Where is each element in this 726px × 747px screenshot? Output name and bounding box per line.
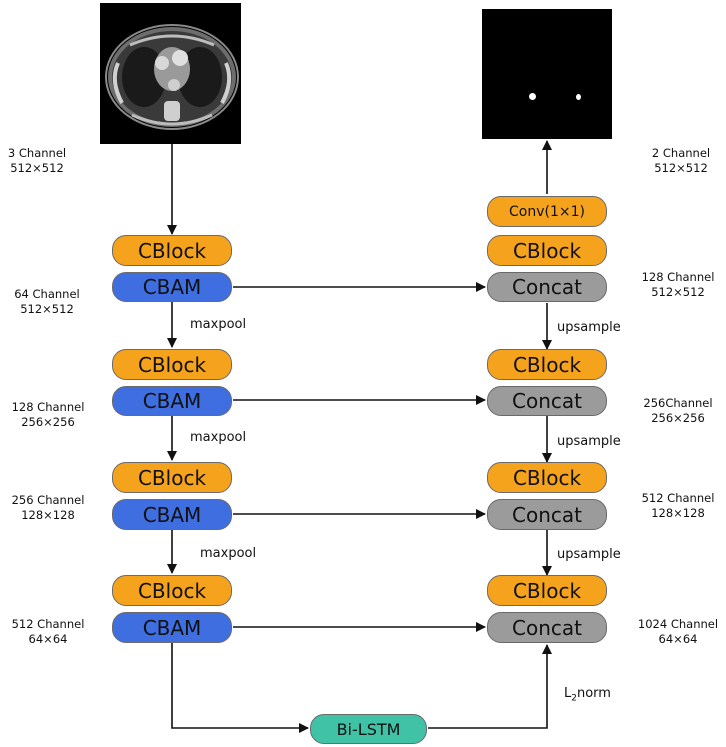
label-dec-2: 256Channel 256×256 xyxy=(632,396,724,426)
label-enc-4: 512 Channel 64×64 xyxy=(0,617,96,647)
edge-label-upsample-1: upsample xyxy=(557,320,621,335)
mask-blob-right xyxy=(576,94,581,100)
label-dec-4-size: 64×64 xyxy=(658,632,698,646)
label-enc-1-size: 512×512 xyxy=(20,302,74,316)
label-enc-4-channels: 512 Channel xyxy=(11,617,85,631)
label-output-channels: 2 Channel xyxy=(651,146,711,160)
label-enc-2-size: 256×256 xyxy=(21,415,75,429)
label-dec-2-size: 256×256 xyxy=(651,411,705,425)
label-input: 3 Channel 512×512 xyxy=(2,146,72,176)
encoder-cblock-1: CBlock xyxy=(112,235,232,266)
label-input-channels: 3 Channel xyxy=(7,146,67,160)
edge-label-upsample-2: upsample xyxy=(557,434,621,449)
label-dec-1: 128 Channel 512×512 xyxy=(632,270,724,300)
label-dec-3: 512 Channel 128×128 xyxy=(632,491,724,521)
edge-label-maxpool-3: maxpool xyxy=(200,546,257,561)
encoder-cbam-2: CBAM xyxy=(112,386,232,416)
encoder-cbam-1: CBAM xyxy=(112,272,232,302)
encoder-cbam-4: CBAM xyxy=(112,612,232,643)
label-output-size: 512×512 xyxy=(654,161,708,175)
label-enc-3-size: 128×128 xyxy=(21,508,75,522)
label-enc-3-channels: 256 Channel xyxy=(11,493,85,507)
label-dec-1-size: 512×512 xyxy=(651,285,705,299)
arrow-l2norm xyxy=(428,644,552,729)
l2norm-subscript: 2 xyxy=(571,693,577,704)
decoder-conv-1x1: Conv(1×1) xyxy=(487,196,607,227)
edge-label-upsample-3: upsample xyxy=(557,547,621,562)
edge-label-maxpool-2: maxpool xyxy=(190,430,247,445)
encoder-cblock-3: CBlock xyxy=(112,462,232,493)
label-dec-4: 1024 Channel 64×64 xyxy=(632,617,724,647)
decoder-cblock-4: CBlock xyxy=(487,575,607,606)
bilstm-block: Bi-LSTM xyxy=(310,714,427,744)
label-enc-1: 64 Channel 512×512 xyxy=(2,287,92,317)
decoder-cblock-2: CBlock xyxy=(487,349,607,380)
edge-label-l2norm: L2norm xyxy=(564,686,611,704)
decoder-concat-4: Concat xyxy=(487,612,607,643)
encoder-cblock-2: CBlock xyxy=(112,349,232,380)
decoder-cblock-1: CBlock xyxy=(487,235,607,266)
label-dec-3-size: 128×128 xyxy=(651,506,705,520)
decoder-cblock-3: CBlock xyxy=(487,462,607,493)
decoder-concat-1: Concat xyxy=(487,272,607,302)
label-dec-2-channels: 256Channel xyxy=(643,396,713,410)
mask-blob-left xyxy=(529,93,536,100)
decoder-concat-2: Concat xyxy=(487,386,607,416)
label-output: 2 Channel 512×512 xyxy=(638,146,724,176)
l2norm-rest: norm xyxy=(576,686,611,701)
label-enc-1-channels: 64 Channel xyxy=(14,287,80,301)
edge-label-maxpool-1: maxpool xyxy=(190,317,247,332)
encoder-cbam-3: CBAM xyxy=(112,499,232,530)
output-mask-image xyxy=(482,9,612,139)
label-dec-4-channels: 1024 Channel xyxy=(637,617,719,631)
decoder-concat-3: Concat xyxy=(487,499,607,530)
label-dec-3-channels: 512 Channel xyxy=(641,491,715,505)
label-input-size: 512×512 xyxy=(10,161,64,175)
label-dec-1-channels: 128 Channel xyxy=(641,270,715,284)
ct-scan-drawing xyxy=(105,24,239,130)
input-ct-image xyxy=(100,3,241,144)
arrow-to-bilstm xyxy=(171,643,309,733)
label-enc-2: 128 Channel 256×256 xyxy=(0,400,96,430)
label-enc-2-channels: 128 Channel xyxy=(11,400,85,414)
l2norm-l: L xyxy=(564,686,572,701)
label-enc-4-size: 64×64 xyxy=(28,632,68,646)
label-enc-3: 256 Channel 128×128 xyxy=(0,493,96,523)
encoder-cblock-4: CBlock xyxy=(112,575,232,606)
